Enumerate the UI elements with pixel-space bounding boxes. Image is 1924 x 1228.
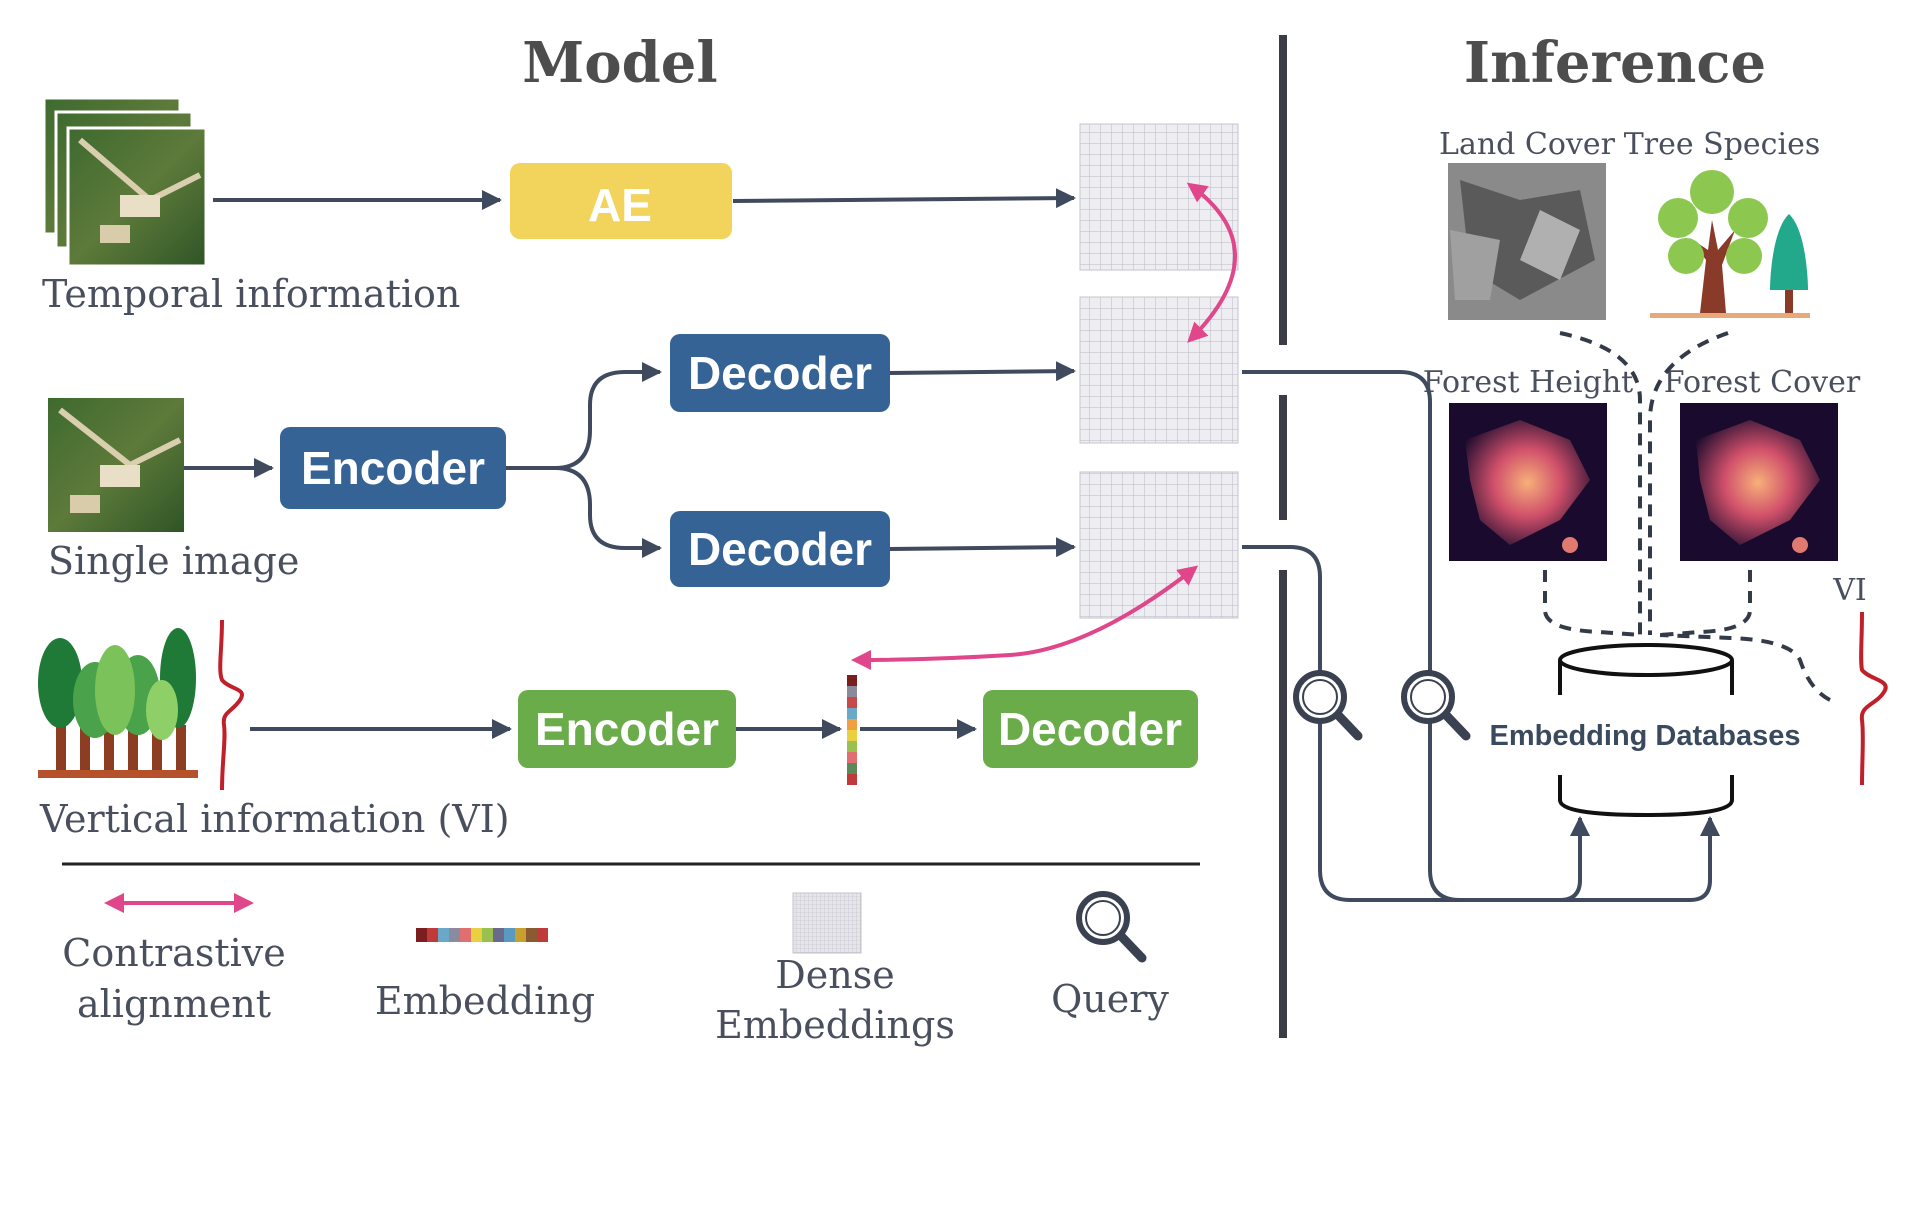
vi-curve-inference xyxy=(1859,611,1888,786)
vi-profile-curve xyxy=(218,619,244,791)
dashed-forestheight-to-db xyxy=(1543,570,1641,637)
temporal-image-stack xyxy=(42,96,208,268)
temporal-label: Temporal information xyxy=(42,272,460,316)
legend-embedding-label: Embedding xyxy=(375,979,595,1023)
land-cover-map xyxy=(1448,163,1606,320)
contrastive-arrow-top xyxy=(1186,182,1237,343)
legend-contrastive-line2: alignment xyxy=(77,982,271,1026)
encoder-green-label: Encoder xyxy=(535,703,719,755)
decoder-top-box[interactable]: Decoder xyxy=(670,334,890,412)
tree-species-label: Tree Species xyxy=(1624,127,1820,162)
embedding-vector xyxy=(847,675,857,785)
tree-species-icon xyxy=(1650,170,1810,318)
encoder-blue-box[interactable]: Encoder xyxy=(280,427,506,509)
dashed-vi-to-db xyxy=(1659,633,1831,702)
contrastive-arrow-bottom xyxy=(851,565,1199,670)
forest-cover-map xyxy=(1680,403,1838,561)
decoder-green-label: Decoder xyxy=(998,703,1182,755)
vertical-info-label: Vertical information (VI) xyxy=(39,797,510,841)
dashed-landcover-to-db xyxy=(1559,331,1642,635)
query-path-vi xyxy=(1242,545,1720,902)
encoder-to-decoder-top-arrow xyxy=(506,362,662,470)
decoder-top-to-dense-arrow xyxy=(889,361,1076,382)
dashed-treespecies-to-db xyxy=(1648,331,1729,635)
legend-query-magnifier-icon xyxy=(1076,891,1147,963)
single-image-label: Single image xyxy=(48,539,299,583)
land-cover-label: Land Cover xyxy=(1439,127,1616,162)
single-image xyxy=(48,398,184,532)
forest-height-map xyxy=(1449,403,1607,561)
legend-query-label: Query xyxy=(1051,977,1169,1021)
decoder-top-label: Decoder xyxy=(688,347,872,399)
legend-dense-line2: Embeddings xyxy=(715,1003,955,1047)
forest-cover-label: Forest Cover xyxy=(1664,365,1861,400)
inference-title: Inference xyxy=(1464,30,1766,96)
legend-dense-line1: Dense xyxy=(775,953,894,997)
vi-label: VI xyxy=(1832,573,1867,608)
ae-box[interactable]: AE xyxy=(510,163,732,239)
encoder-green-box[interactable]: Encoder xyxy=(518,690,736,768)
ae-to-dense-arrow xyxy=(732,188,1076,209)
forest-icon xyxy=(38,628,198,778)
dense-embedding-single xyxy=(1079,296,1239,444)
decoder-mid-label: Decoder xyxy=(688,523,872,575)
model-title: Model xyxy=(522,30,717,96)
decoder-mid-to-dense-arrow xyxy=(889,537,1076,558)
dense-embedding-temporal xyxy=(1079,123,1239,271)
magnifier-icon[interactable] xyxy=(1293,670,1363,741)
legend-contrastive-line1: Contrastive xyxy=(62,931,285,975)
query-path-single xyxy=(1242,370,1590,902)
legend-embedding-icon xyxy=(416,928,548,942)
encoder-blue-label: Encoder xyxy=(301,442,485,494)
decoder-green-box[interactable]: Decoder xyxy=(983,690,1198,768)
decoder-mid-box[interactable]: Decoder xyxy=(670,511,890,587)
ae-label: AE xyxy=(588,179,652,231)
magnifier-icon[interactable] xyxy=(1401,670,1471,741)
satellite-image-icon xyxy=(66,126,208,268)
database-cylinder-icon xyxy=(1555,643,1737,818)
database-label: Embedding Databases xyxy=(1489,720,1800,752)
forest-height-label: Forest Height xyxy=(1423,365,1633,400)
encoder-to-decoder-mid-arrow xyxy=(554,466,662,558)
dashed-forestcover-to-db xyxy=(1659,570,1752,637)
legend-dense-icon xyxy=(792,892,862,954)
